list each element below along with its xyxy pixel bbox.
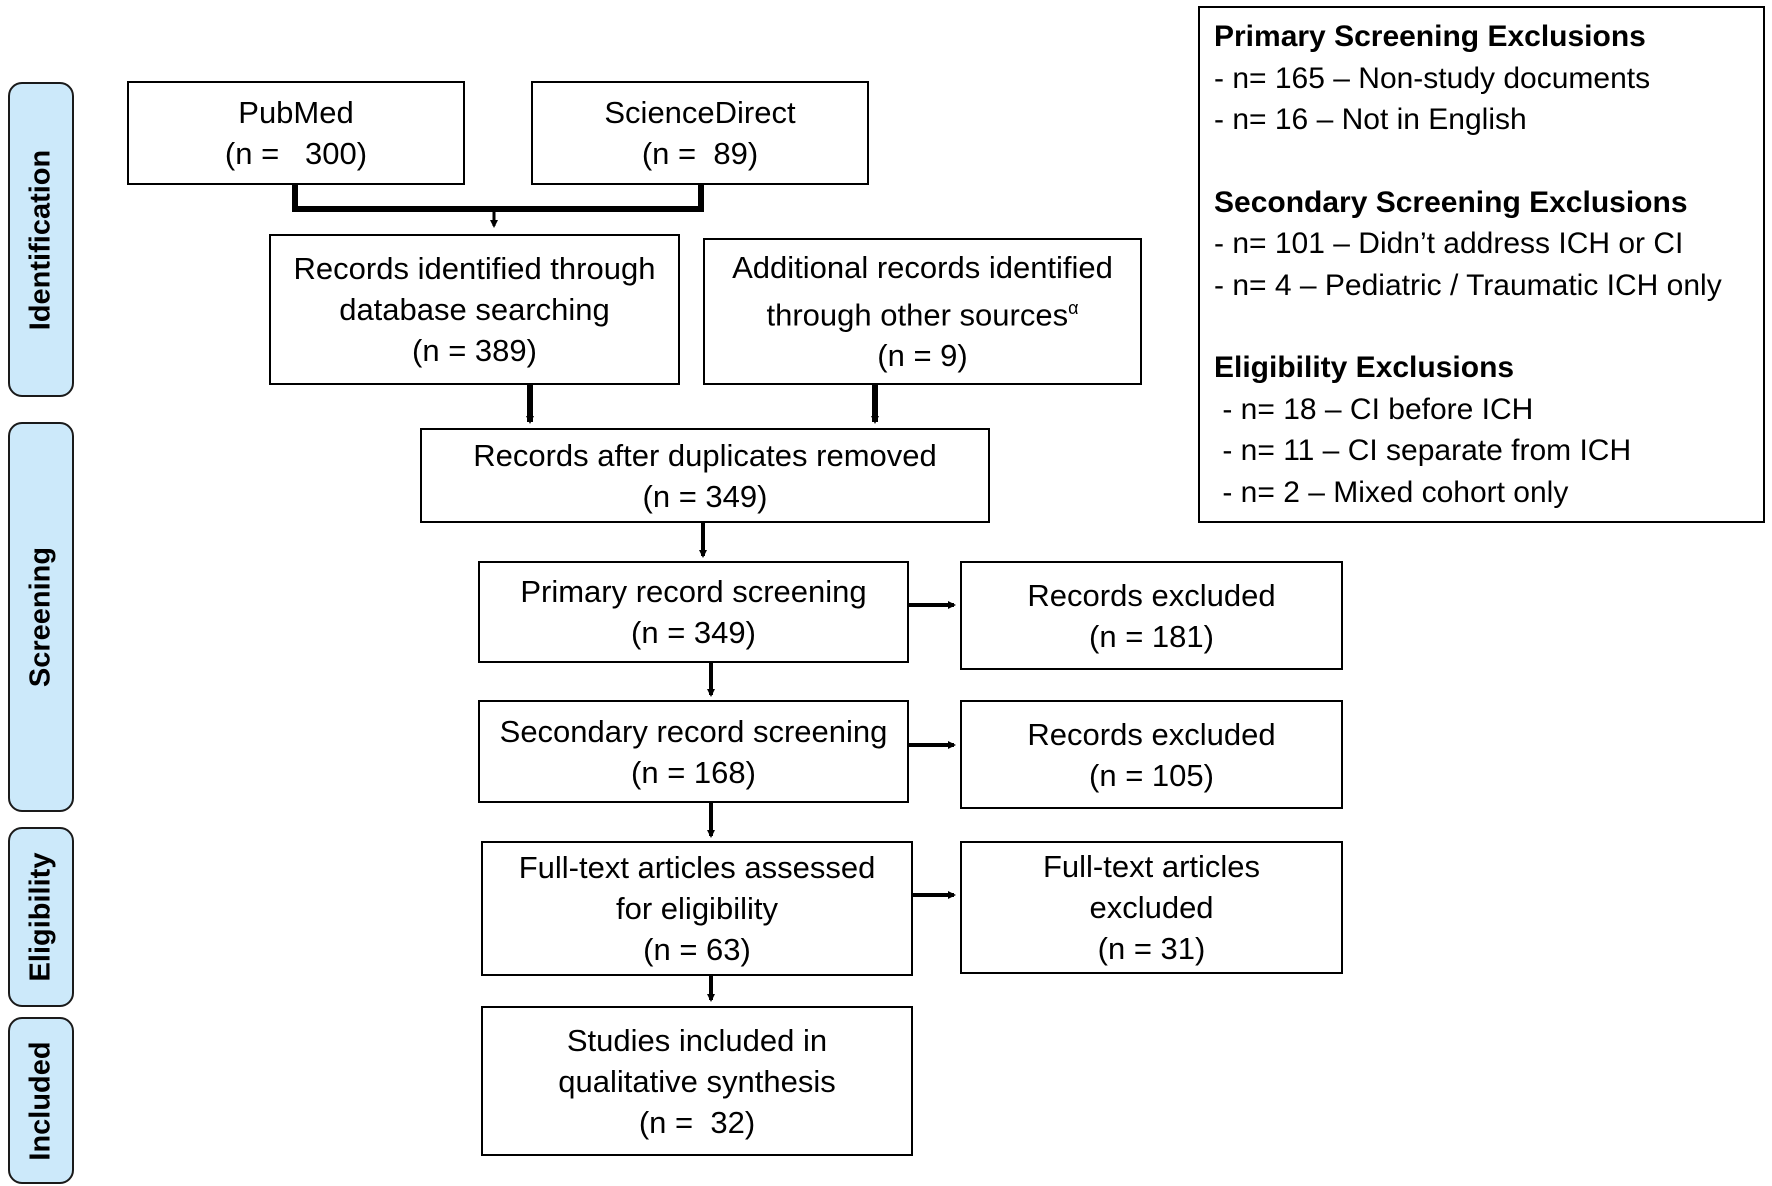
fulltext-assessed-line2: for eligibility xyxy=(616,891,778,926)
other-sources-box: Additional records identified through ot… xyxy=(703,238,1142,385)
fulltext-excluded-count: (n = 31) xyxy=(1097,931,1206,966)
pubmed-count: (n = 300) xyxy=(224,136,368,171)
phase-eligibility: Eligibility xyxy=(8,827,74,1007)
primary-excluded-count: (n = 181) xyxy=(1089,618,1214,654)
pubmed-label: PubMed xyxy=(238,95,354,130)
legend-secondary-item: - n= 101 – Didn’t address ICH or CI xyxy=(1214,227,1684,260)
phase-screening: Screening xyxy=(8,422,74,812)
included-studies-line2: qualitative synthesis xyxy=(558,1063,836,1099)
legend-spacer xyxy=(1214,306,1749,347)
primary-excluded-box: Records excluded (n = 181) xyxy=(960,561,1343,670)
pubmed-box: PubMed (n = 300) xyxy=(127,81,465,185)
other-sources-count: (n = 9) xyxy=(877,338,968,374)
legend-eligibility-item: - n= 11 – CI separate from ICH xyxy=(1214,434,1632,467)
secondary-excluded-count: (n = 105) xyxy=(1089,757,1214,793)
legend-eligibility-item: - n= 2 – Mixed cohort only xyxy=(1214,475,1569,509)
legend-spacer xyxy=(1214,141,1749,182)
phase-eligibility-label: Eligibility xyxy=(24,852,57,982)
merge-bracket xyxy=(292,185,704,212)
phase-included-label: Included xyxy=(24,1040,57,1161)
secondary-screening-label: Secondary record screening xyxy=(499,713,888,749)
database-records-count: (n = 389) xyxy=(412,333,537,368)
sciencedirect-label: ScienceDirect xyxy=(604,95,796,130)
other-sources-superscript: α xyxy=(1068,297,1079,318)
legend-eligibility-title: Eligibility Exclusions xyxy=(1214,351,1515,384)
legend-primary-item: - n= 165 – Non-study documents xyxy=(1214,61,1651,95)
phase-identification: Identification xyxy=(8,82,74,397)
other-sources-line2: through other sources xyxy=(766,297,1069,333)
legend-primary-item: - n= 16 – Not in English xyxy=(1214,103,1527,136)
sciencedirect-count: (n = 89) xyxy=(641,136,759,171)
fulltext-assessed-box: Full-text articles assessed for eligibil… xyxy=(481,841,913,976)
exclusions-legend: Primary Screening Exclusions - n= 165 – … xyxy=(1198,6,1765,523)
database-records-box: Records identified through database sear… xyxy=(269,234,680,385)
primary-screening-count: (n = 349) xyxy=(631,615,756,650)
legend-secondary-title: Secondary Screening Exclusions xyxy=(1214,185,1688,219)
legend-secondary-item: - n= 4 – Pediatric / Traumatic ICH only xyxy=(1214,268,1722,302)
database-records-line2: database searching xyxy=(339,292,610,327)
included-studies-line1: Studies included in xyxy=(566,1022,828,1058)
phase-identification-label: Identification xyxy=(24,149,57,330)
other-sources-line1: Additional records identified xyxy=(732,249,1113,285)
duplicates-removed-count: (n = 349) xyxy=(642,478,768,514)
database-records-line1: Records identified through xyxy=(293,251,656,286)
phase-included: Included xyxy=(8,1017,74,1184)
secondary-screening-box: Secondary record screening (n = 168) xyxy=(478,700,909,803)
included-studies-box: Studies included in qualitative synthesi… xyxy=(481,1006,913,1156)
duplicates-removed-box: Records after duplicates removed (n = 34… xyxy=(420,428,990,523)
fulltext-excluded-line1: Full-text articles xyxy=(1042,849,1261,884)
fulltext-excluded-box: Full-text articles excluded (n = 31) xyxy=(960,841,1343,974)
other-sources-line2-wrap: through other sourcesα xyxy=(767,288,1079,335)
included-studies-count: (n = 32) xyxy=(638,1104,756,1140)
legend-eligibility-item: - n= 18 – CI before ICH xyxy=(1214,392,1534,426)
fulltext-assessed-line1: Full-text articles assessed xyxy=(518,850,876,885)
fulltext-excluded-line2: excluded xyxy=(1089,890,1214,925)
legend-primary-title: Primary Screening Exclusions xyxy=(1214,20,1646,53)
primary-screening-label: Primary record screening xyxy=(520,574,867,609)
primary-excluded-label: Records excluded xyxy=(1027,577,1276,613)
duplicates-removed-label: Records after duplicates removed xyxy=(473,437,937,473)
secondary-screening-count: (n = 168) xyxy=(631,754,756,790)
sciencedirect-box: ScienceDirect (n = 89) xyxy=(531,81,869,185)
primary-screening-box: Primary record screening (n = 349) xyxy=(478,561,909,663)
fulltext-assessed-count: (n = 63) xyxy=(643,932,751,967)
secondary-excluded-label: Records excluded xyxy=(1027,716,1276,752)
phase-screening-label: Screening xyxy=(24,546,57,688)
secondary-excluded-box: Records excluded (n = 105) xyxy=(960,700,1343,809)
